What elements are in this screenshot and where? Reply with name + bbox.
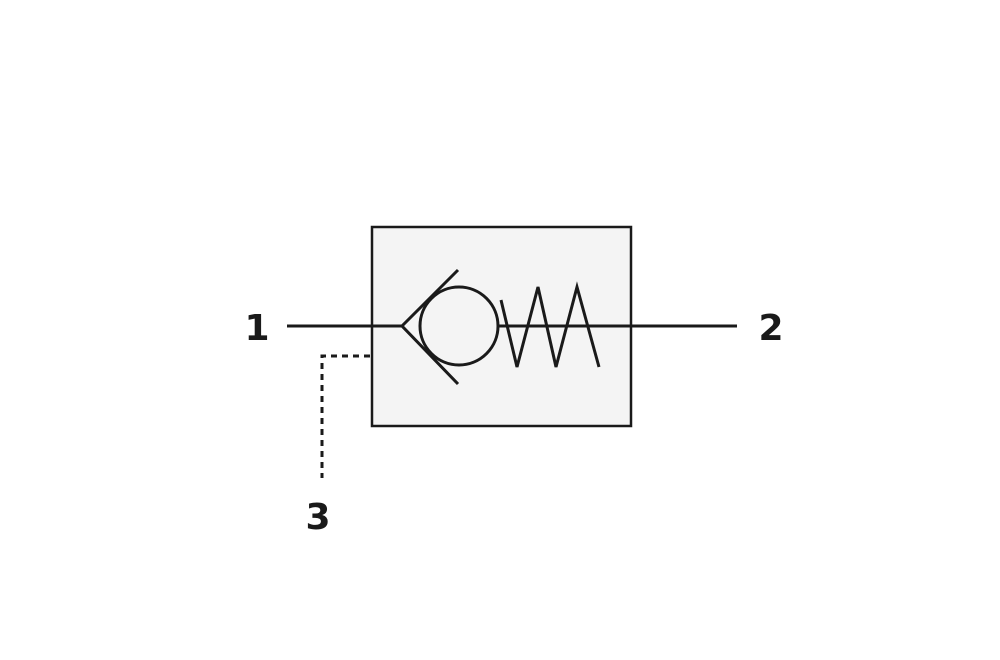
pilot-line-dashed	[320, 354, 370, 478]
port-1-label: 1	[244, 308, 269, 349]
check-ball	[418, 285, 500, 367]
valve-seat	[399, 268, 460, 386]
spring	[499, 281, 601, 368]
port-3-label: 3	[305, 497, 330, 538]
port-2-label: 2	[758, 308, 783, 349]
